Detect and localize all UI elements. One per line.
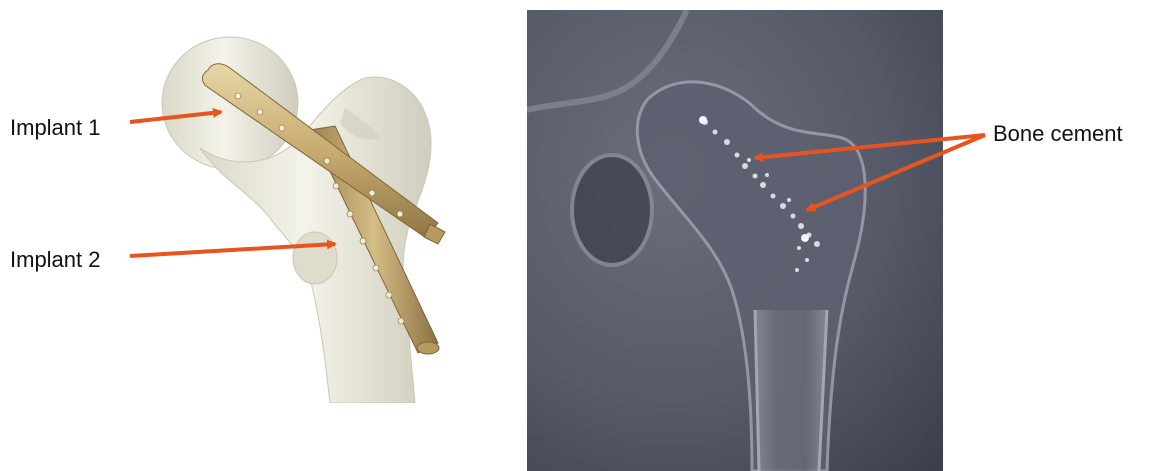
- implant-2-label: Implant 2: [10, 249, 101, 271]
- obturator-foramen: [572, 155, 652, 265]
- implant-1-label: Implant 1: [10, 117, 101, 139]
- femur-shaft-xray: [755, 310, 827, 471]
- femur-model-image: [160, 18, 460, 403]
- bone-cement-label: Bone cement: [993, 123, 1123, 145]
- xray-image: [527, 10, 943, 471]
- lesser-trochanter: [293, 232, 337, 284]
